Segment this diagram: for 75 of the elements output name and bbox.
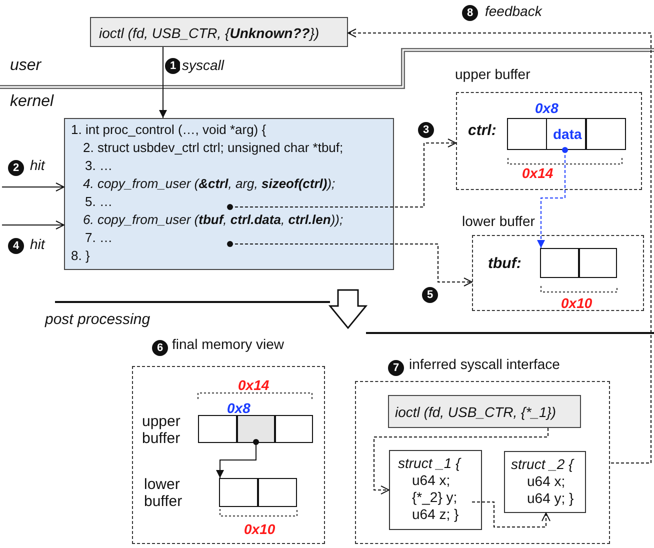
arrow [159,46,167,118]
arrow [374,428,548,494]
struct-box [389,450,482,530]
code-box [64,118,394,270]
step-number: 4 [8,238,24,254]
memory-cell [579,248,617,278]
memory-view-panel [130,336,326,546]
memory-cell [507,118,547,150]
code-line: 4. copy_from_user (&ctrl, arg, sizeof(ctrl)); [82,177,336,192]
code-text: struct _2 { [511,456,574,472]
step-number: 5 [422,287,438,303]
code-line: 5. … [84,195,112,210]
variable-name: ctrl: [468,122,496,140]
step-number: 7 [388,360,404,376]
size-label: 0x14 [522,165,554,182]
interface-panel [354,356,611,546]
arrow [472,502,550,528]
code-line: 3. … [84,159,112,174]
arrow [2,220,64,230]
code-text: ioctl (fd, USB_CTR, {Unknown??}) [99,25,320,42]
code-line: 2. struct usbdev_ctrl ctrl; unsigned char *tbuf; [82,141,344,156]
edge-label: hit [28,157,47,174]
field-name: data [553,126,582,142]
call-box [388,395,581,428]
code-text: u64 x; [527,473,566,490]
code-line: 6. copy_from_user (tbuf, ctrl.data, ctrl.len)); [82,213,344,228]
layer-label: kernel [10,93,54,112]
arrow [216,439,259,478]
code-line: 7. … [84,231,112,246]
buffer-label: upper buffer [142,413,182,448]
edge-label: syscall [180,57,226,74]
memory-cell [258,478,297,507]
arrow [537,147,568,248]
memory-cell [198,415,237,443]
code-text: ioctl (fd, USB_CTR, {*_1}) [395,404,556,420]
phase-label: post processing [45,311,150,328]
buffer-group [460,213,646,311]
offset-label: 0x8 [227,400,250,416]
code-text: u64 x; [412,472,450,488]
code-line: 8. } [71,249,90,264]
call-box [90,17,348,47]
variable-name: tbuf: [488,255,522,272]
buffer-label: lower buffer [144,476,184,510]
code-text: struct _1 { [398,455,460,472]
group-heading: inferred syscall interface [409,356,560,372]
arrow [2,182,64,192]
arrow [227,241,472,286]
edge-label: hit [28,236,47,252]
offset-label: 0x8 [535,100,558,116]
memory-cell [219,478,258,507]
memory-cell [586,118,626,150]
group-heading: upper buffer [455,66,530,82]
memory-cell [237,415,275,443]
struct-box [504,451,586,513]
memory-cell [275,415,313,443]
group-heading: final memory view [172,336,284,352]
step-number: 3 [418,122,434,138]
step-number: 6 [152,340,168,356]
group-heading: lower buffer [462,213,535,230]
arrow [348,28,652,464]
size-label: 0x10 [561,295,592,312]
memory-cell [546,118,586,150]
layer-label: user [10,57,42,76]
arrow [227,138,456,210]
code-text: u64 z; } [412,506,459,522]
step-number: 1 [165,58,181,74]
code-text: {*_2} y; [412,489,458,506]
memory-cell [540,248,579,278]
step-number: 2 [8,160,24,176]
size-label: 0x14 [238,377,270,394]
size-label: 0x10 [244,521,276,538]
code-line: 1. int proc_control (…, void *arg) { [71,123,266,138]
step-number: 8 [462,5,478,21]
code-text: u64 y; } [527,490,574,506]
edge-label: feedback [483,3,544,20]
